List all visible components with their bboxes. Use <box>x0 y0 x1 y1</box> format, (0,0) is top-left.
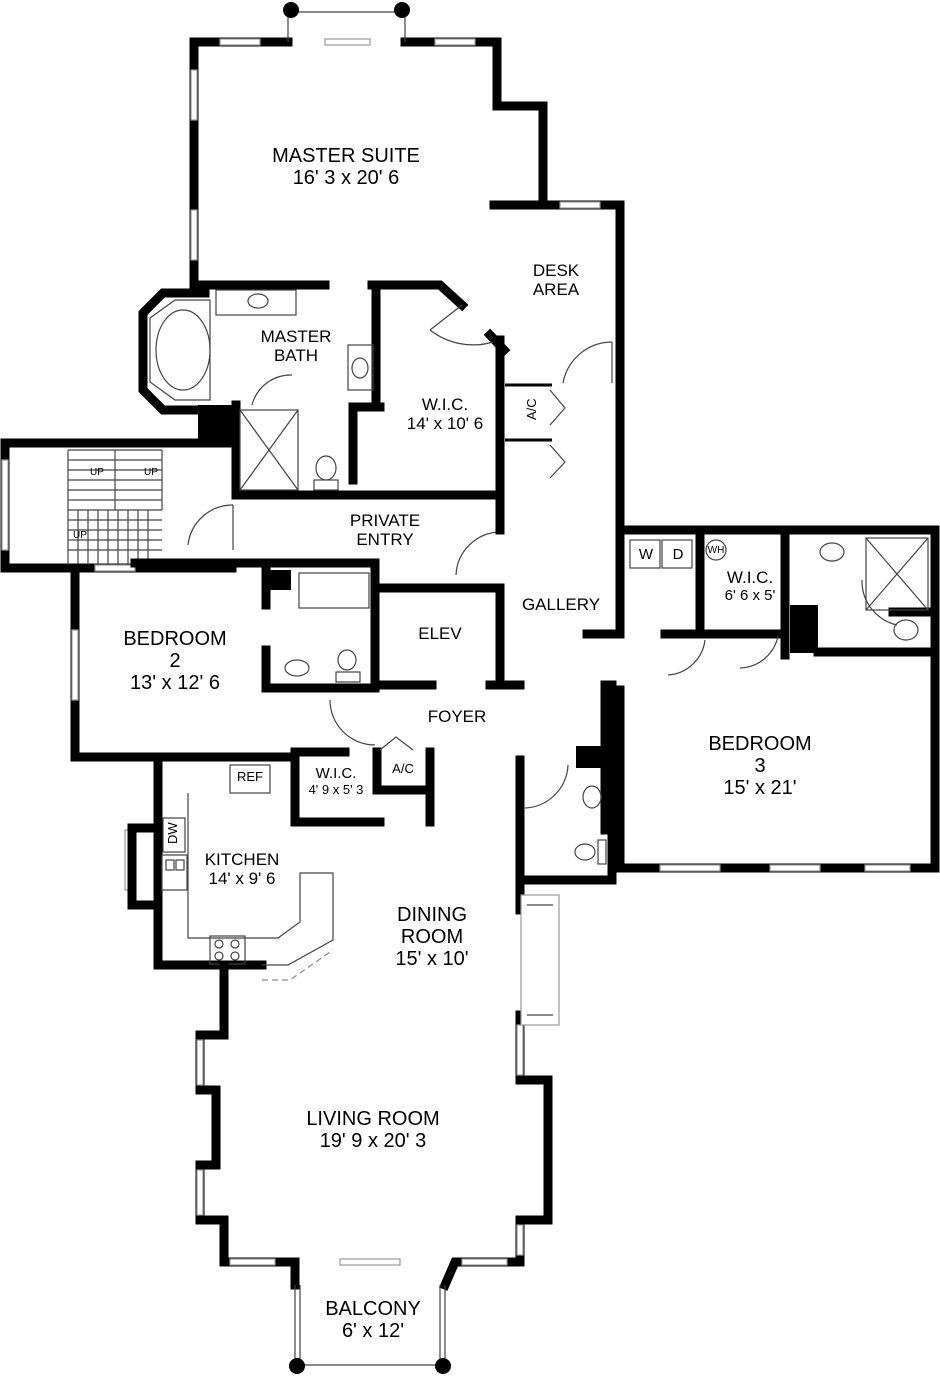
gallery-label: GALLERY <box>521 595 601 614</box>
wic-kitchen-size: 4' 9 x 5' 3 <box>308 781 364 797</box>
bedroom2-walls <box>70 558 380 762</box>
elevator-walls <box>375 583 525 690</box>
desk-area-line2: AREA <box>532 279 580 299</box>
wic-kitchen-name: W.I.C. <box>315 765 357 782</box>
ac-lower-label: A/C <box>392 761 414 776</box>
desk-area-line1: DESK <box>532 261 580 280</box>
wic-bed3-size: 6' 6 x 5' <box>724 586 776 604</box>
washer-label: W <box>638 546 654 563</box>
living-size: 19' 9 x 20' 3 <box>319 1130 427 1152</box>
master-bath-walls <box>138 280 511 500</box>
powder-room-walls <box>515 680 617 885</box>
master-bath-fixtures <box>149 289 613 491</box>
bedroom2-label: BEDROOM 2 13' x 12' 6 <box>105 628 245 694</box>
foyer-label: FOYER <box>427 707 487 726</box>
bedroom3-line1: BEDROOM <box>708 733 812 755</box>
master-bath-line2: BATH <box>273 345 319 365</box>
stair-treads <box>68 459 162 565</box>
elev-label: ELEV <box>418 624 462 643</box>
dining-line2: ROOM <box>400 926 464 948</box>
foyer-closet-walls <box>290 699 435 827</box>
private-entry-line1: PRIVATE <box>349 511 421 530</box>
ac-upper-label: A/C <box>523 398 539 420</box>
balcony-rail <box>289 1285 451 1374</box>
desk-area-label: DESK AREA <box>516 261 596 299</box>
ac-closets-upper <box>505 383 566 479</box>
master-suite-windows <box>190 2 601 261</box>
water-heater-label: WH <box>707 545 725 556</box>
bedroom3-label: BEDROOM 3 15' x 21' <box>700 733 820 799</box>
stair-up-label-2: UP <box>144 467 158 478</box>
wic-master-label: W.I.C. 14' x 10' 6 <box>395 395 495 433</box>
master-suite-name: MASTER SUITE <box>272 145 420 167</box>
wic-bed3-name: W.I.C. <box>726 568 774 587</box>
kitchen-label: KITCHEN 14' x 9' 6 <box>192 850 292 888</box>
bedroom3-walls <box>615 525 940 873</box>
master-bath-line1: MASTER <box>260 327 332 346</box>
master-bath-label: MASTER BATH <box>246 327 346 365</box>
bedroom3-size: 15' x 21' <box>723 777 797 799</box>
dining-size: 15' x 10' <box>395 948 469 970</box>
stair-walls <box>0 438 237 573</box>
balcony-name: BALCONY <box>325 1298 421 1320</box>
balcony-size: 6' x 12' <box>341 1320 405 1342</box>
ref-label: REF <box>237 769 263 784</box>
bedroom2-size: 13' x 12' 6 <box>130 672 220 694</box>
kitchen-name: KITCHEN <box>204 850 280 869</box>
wic-kitchen-label: W.I.C. 4' 9 x 5' 3 <box>296 765 376 797</box>
bedroom2-line2: 2 <box>169 650 181 672</box>
dining-line1: DINING <box>397 904 467 926</box>
dw-label: DW <box>164 822 180 844</box>
private-entry-line2: ENTRY <box>356 529 414 549</box>
bedroom2-line1: BEDROOM <box>123 628 227 650</box>
bedroom3-line2: 3 <box>754 755 766 777</box>
kitchen-walls <box>124 752 334 981</box>
stair-up-label-3: UP <box>73 530 87 541</box>
dryer-label: D <box>672 546 684 563</box>
stair-up-label-1: UP <box>90 467 104 478</box>
wic-master-size: 14' x 10' 6 <box>406 413 484 433</box>
private-entry-doors <box>187 490 505 576</box>
living-dining-walls <box>195 755 560 1291</box>
wic-master-name: W.I.C. <box>421 395 469 414</box>
dining-label: DINING ROOM 15' x 10' <box>372 904 492 970</box>
wic-bed3-label: W.I.C. 6' 6 x 5' <box>710 568 790 604</box>
balcony-label: BALCONY 6' x 12' <box>313 1298 433 1342</box>
kitchen-size: 14' x 9' 6 <box>208 868 276 888</box>
living-label: LIVING ROOM 19' 9 x 20' 3 <box>283 1108 463 1152</box>
master-suite-label: MASTER SUITE 16' 3 x 20' 6 <box>246 145 446 189</box>
master-suite-size: 16' 3 x 20' 6 <box>292 167 400 189</box>
private-entry-label: PRIVATE ENTRY <box>330 511 440 549</box>
living-name: LIVING ROOM <box>306 1108 440 1130</box>
